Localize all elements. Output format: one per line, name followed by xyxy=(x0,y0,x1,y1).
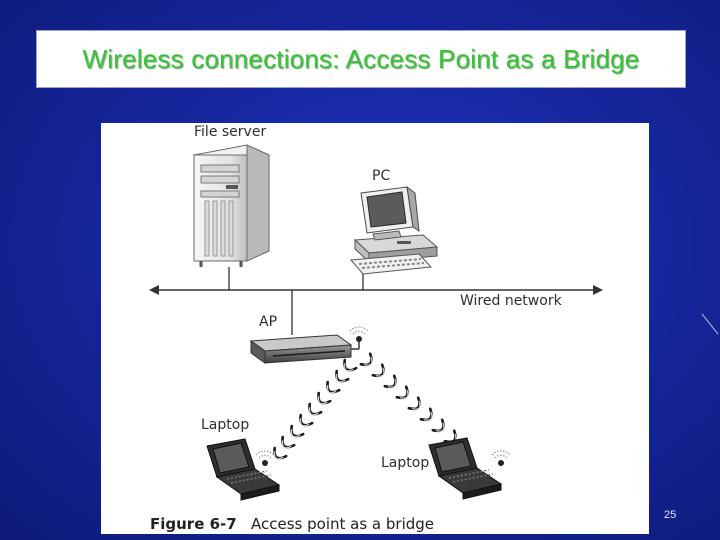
slide-title: Wireless connections: Access Point as a … xyxy=(82,43,640,74)
wired-network-label: Wired network xyxy=(460,293,563,309)
laptop-left-label: Laptop xyxy=(201,417,249,433)
laptop-right-label: Laptop xyxy=(381,455,429,471)
laptop-right-icon xyxy=(428,437,511,500)
radio-waves-left xyxy=(269,358,358,464)
file-server-icon xyxy=(192,144,271,267)
pc-label: PC xyxy=(372,168,390,184)
wired-network-line xyxy=(149,285,603,295)
file-server-label: File server xyxy=(194,124,266,140)
laptop-left-icon xyxy=(206,438,281,501)
ap-label: AP xyxy=(259,314,277,330)
page-number: 25 xyxy=(664,509,677,521)
figure-caption-text: Access point as a bridge xyxy=(251,515,434,533)
diagram-canvas: File server PC xyxy=(149,124,603,533)
pc-icon xyxy=(349,185,439,275)
access-point-icon xyxy=(249,326,369,364)
network-diagram: File server PC xyxy=(101,123,649,534)
decorative-line xyxy=(701,313,719,335)
figure-caption-number: Figure 6-7 xyxy=(150,515,237,533)
figure-caption: Figure 6-7 Access point as a bridge xyxy=(150,515,434,533)
slide-title-box: Wireless connections: Access Point as a … xyxy=(36,30,686,88)
